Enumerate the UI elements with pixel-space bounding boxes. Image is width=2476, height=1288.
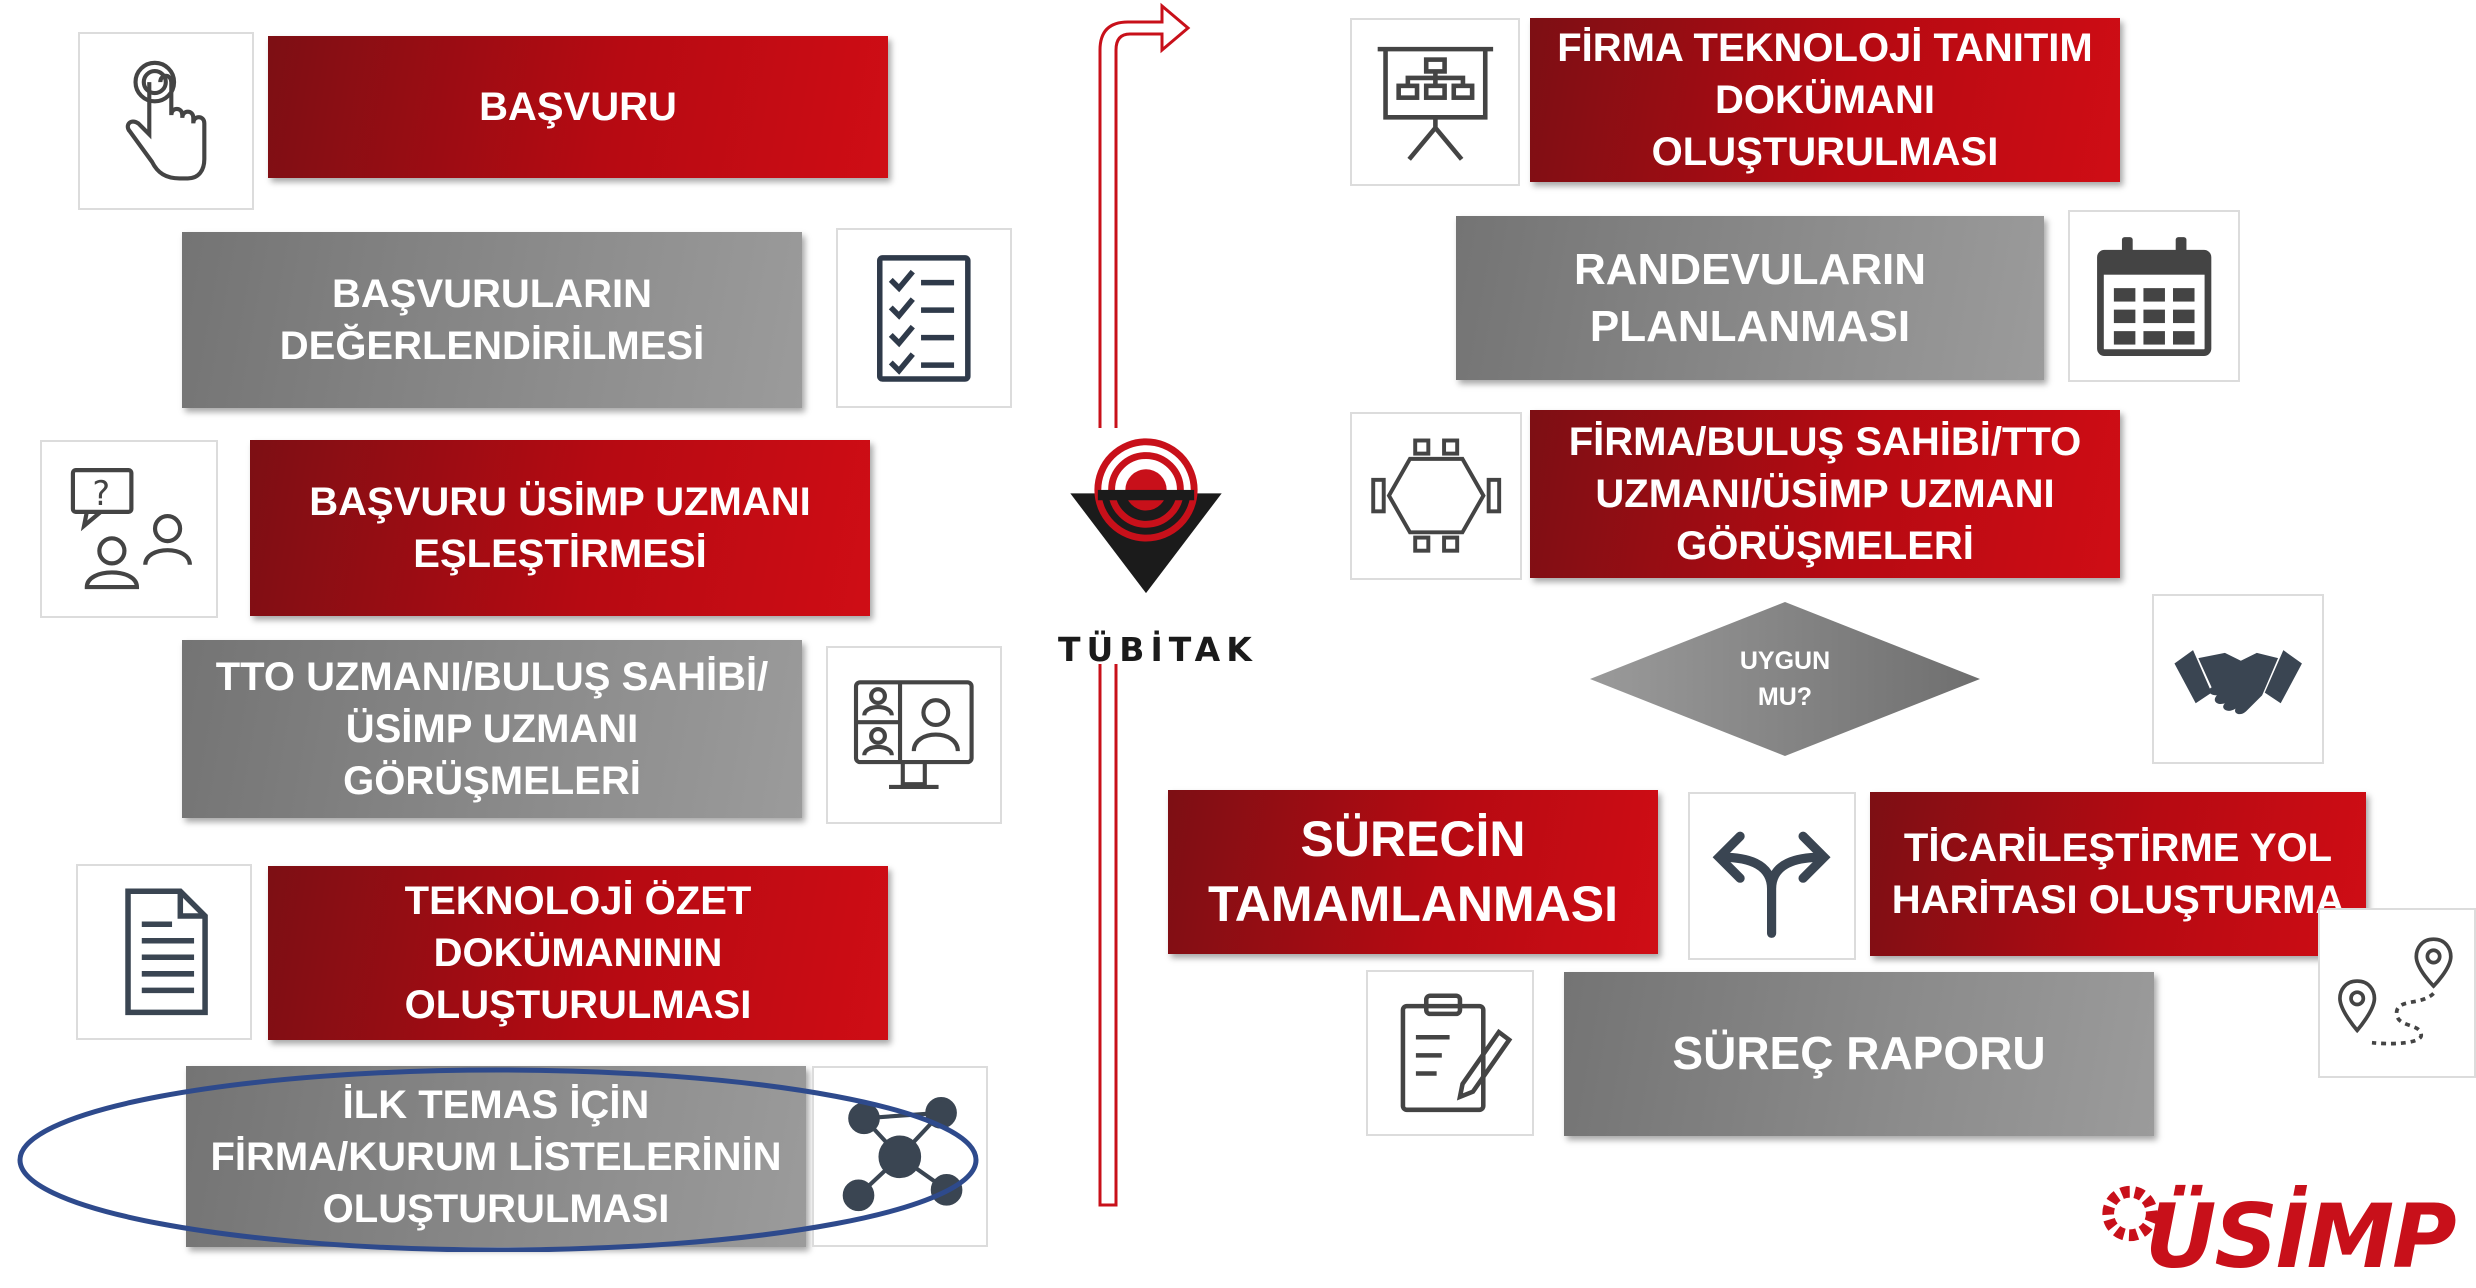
checklist-icon-box (836, 228, 1012, 408)
step-surecin-tamamlanmasi: SÜRECİN TAMAMLANMASI (1168, 790, 1658, 954)
meeting-table-icon (1371, 438, 1501, 554)
step-surec-raporu: SÜREÇ RAPORU (1564, 972, 2154, 1136)
touch-icon (125, 61, 207, 181)
tubitak-logo (1044, 428, 1248, 664)
clipboard-edit-icon-box (1366, 970, 1534, 1136)
decision-label: UYGUN MU? (1739, 646, 1831, 711)
step-label: TİCARİLEŞTİRME YOL HARİTASI OLUŞTURMA (1891, 826, 2345, 922)
checklist-icon (877, 254, 971, 382)
step-teknoloji-ozet: TEKNOLOJİ ÖZET DOKÜMANININ OLUŞTURULMASI (268, 866, 888, 1040)
step-label: FİRMA TEKNOLOJİ TANITIM DOKÜMANI OLUŞTUR… (1557, 26, 2093, 174)
step-firma-bulus-gorusmeleri: FİRMA/BULUŞ SAHİBİ/TTO UZMANI/ÜSİMP UZMA… (1530, 410, 2120, 578)
clipboard-edit-icon (1401, 993, 1513, 1113)
svg-text:?: ? (93, 474, 111, 513)
split-arrow-icon (1713, 832, 1831, 939)
video-call-icon-box (826, 646, 1002, 824)
step-label: TEKNOLOJİ ÖZET DOKÜMANININ OLUŞTURULMASI (404, 879, 752, 1027)
step-label: RANDEVULARIN PLANLANMASI (1574, 244, 1926, 351)
consultation-icon-box: ? (40, 440, 218, 618)
step-tto-gorusmeleri: TTO UZMANI/BULUŞ SAHİBİ/ ÜSİMP UZMANI GÖ… (182, 640, 802, 818)
calendar-icon-box (2068, 210, 2240, 382)
consultation-icon: ? (71, 468, 193, 590)
handshake-icon (2174, 649, 2302, 714)
step-randevularin-planlanmasi: RANDEVULARIN PLANLANMASI (1456, 216, 2044, 380)
meeting-table-icon-box (1350, 412, 1522, 580)
presentation-icon (1377, 47, 1493, 162)
calendar-icon (2096, 236, 2212, 356)
step-label: İLK TEMAS İÇİN FİRMA/KURUM LİSTELERİNİN … (210, 1082, 782, 1231)
tubitak-wordmark: TÜBİTAK (1058, 630, 1258, 669)
usimp-logo: ÜSİMP (2145, 1185, 2457, 1288)
decision-diamond (1590, 602, 1980, 756)
touch-icon-box (78, 32, 254, 210)
video-call-icon (854, 680, 974, 790)
highlight-ellipse (17, 1067, 979, 1252)
step-firma-teknoloji-tanitim: FİRMA TEKNOLOJİ TANITIM DOKÜMANI OLUŞTUR… (1530, 18, 2120, 182)
presentation-icon-box (1350, 18, 1520, 186)
step-label: SÜRECİN TAMAMLANMASI (1207, 811, 1619, 932)
step-label: BAŞVURU (479, 85, 677, 129)
usimp-gear-icon (2102, 1185, 2158, 1242)
route-map-icon-box (2318, 908, 2476, 1078)
document-icon-box (76, 864, 252, 1040)
step-label: SÜREÇ RAPORU (1672, 1027, 2046, 1080)
split-arrow-icon-box (1688, 792, 1856, 960)
step-label: BAŞVURULARIN DEĞERLENDİRİLMESİ (279, 272, 705, 368)
step-basvuru-uzmani-eslestirmesi: BAŞVURU ÜSİMP UZMANI EŞLEŞTİRMESİ (250, 440, 870, 616)
flow-arrow (1098, 2, 1191, 1207)
document-icon (125, 888, 209, 1016)
step-firma-kurum-listeleri: İLK TEMAS İÇİN FİRMA/KURUM LİSTELERİNİN … (186, 1066, 806, 1247)
step-basvurularin-degerlendirilmesi: BAŞVURULARIN DEĞERLENDİRİLMESİ (182, 232, 802, 408)
step-label: BAŞVURU ÜSİMP UZMANI EŞLEŞTİRMESİ (309, 480, 811, 576)
tubitak-emblem (1070, 438, 1222, 594)
step-ticarilestirme-yol-haritasi: TİCARİLEŞTİRME YOL HARİTASI OLUŞTURMA (1870, 792, 2366, 956)
handshake-icon-box (2152, 594, 2324, 764)
step-basvuru: BAŞVURU (268, 36, 888, 178)
network-icon (842, 1096, 963, 1211)
step-label: FİRMA/BULUŞ SAHİBİ/TTO UZMANI/ÜSİMP UZMA… (1568, 420, 2082, 568)
route-map-icon (2338, 936, 2454, 1046)
step-label: TTO UZMANI/BULUŞ SAHİBİ/ ÜSİMP UZMANI GÖ… (215, 655, 769, 803)
